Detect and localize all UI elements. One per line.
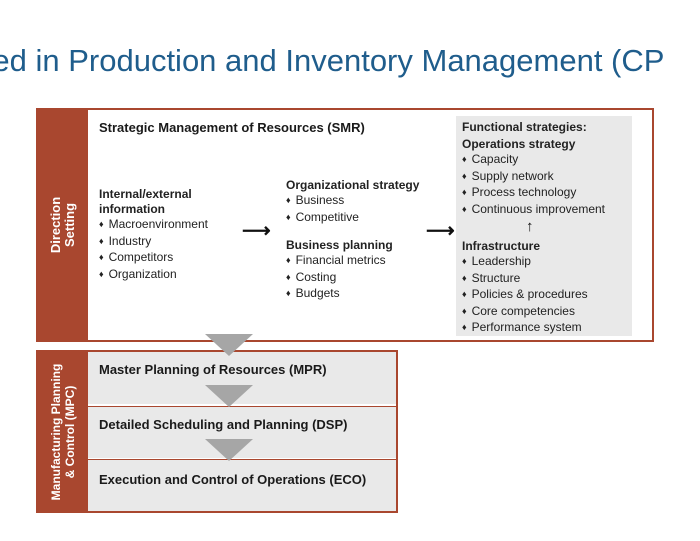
direction-setting-side-label: Direction Setting: [38, 110, 88, 340]
info-heading-line1: Internal/external: [99, 187, 192, 201]
list-item: Supply network: [462, 169, 605, 186]
functional-strategies-box: Functional strategies: Operations strate…: [456, 116, 632, 336]
infrastructure-heading: Infrastructure: [462, 239, 541, 253]
list-item: Business: [286, 193, 419, 210]
page-title: ified in Production and Inventory Manage…: [0, 36, 700, 86]
operations-column: Functional strategies: Operations strate…: [462, 120, 605, 218]
info-heading-line2: information: [99, 202, 165, 216]
list-item: Competitors: [99, 250, 208, 267]
functional-heading: Functional strategies:: [462, 120, 587, 134]
right-arrow-icon: ⟶: [242, 220, 271, 242]
list-item: Financial metrics: [286, 253, 419, 270]
list-item: Costing: [286, 270, 419, 287]
list-item: Competitive: [286, 210, 419, 227]
mpc-label-line2: & Control (MPC): [63, 385, 77, 478]
right-arrow-icon: ⟶: [426, 220, 455, 242]
list-item: Continuous improvement: [462, 202, 605, 219]
page-title-text: ified in Production and Inventory Manage…: [0, 43, 665, 78]
list-item: Performance system: [462, 320, 588, 337]
list-item: Core competencies: [462, 304, 588, 321]
operations-heading: Operations strategy: [462, 137, 576, 151]
direction-label-line1: Direction: [48, 196, 63, 254]
org-strategy-heading: Organizational strategy: [286, 178, 420, 192]
direction-setting-panel: Direction Setting Strategic Management o…: [36, 108, 654, 342]
list-item: Macroenvironment: [99, 217, 208, 234]
dsp-label: Detailed Scheduling and Planning (DSP): [99, 417, 348, 432]
operations-list: Capacity Supply network Process technolo…: [462, 152, 605, 218]
info-column: Internal/external information Macroenvir…: [99, 187, 208, 283]
mpr-label: Master Planning of Resources (MPR): [99, 362, 327, 377]
list-item: Leadership: [462, 254, 588, 271]
mpc-side-label: Manufacturing Planning & Control (MPC): [38, 352, 88, 511]
smr-title: Strategic Management of Resources (SMR): [99, 120, 365, 135]
list-item: Organization: [99, 267, 208, 284]
org-strategy-list: Business Competitive: [286, 193, 419, 226]
list-item: Process technology: [462, 185, 605, 202]
direction-label-line2: Setting: [62, 202, 77, 248]
info-list: Macroenvironment Industry Competitors Or…: [99, 217, 208, 283]
list-item: Structure: [462, 271, 588, 288]
list-item: Budgets: [286, 286, 419, 303]
eco-label: Execution and Control of Operations (ECO…: [99, 472, 367, 487]
infrastructure-column: Infrastructure Leadership Structure Poli…: [462, 239, 588, 337]
list-item: Capacity: [462, 152, 605, 169]
eco-row: Execution and Control of Operations (ECO…: [88, 459, 396, 511]
business-planning-list: Financial metrics Costing Budgets: [286, 253, 419, 303]
down-arrow-icon: [205, 334, 253, 356]
list-item: Industry: [99, 234, 208, 251]
up-arrow-icon: ↑: [526, 218, 534, 235]
infrastructure-list: Leadership Structure Policies & procedur…: [462, 254, 588, 337]
strategy-column: Organizational strategy Business Competi…: [286, 178, 419, 303]
mpc-label-line1: Manufacturing Planning: [49, 363, 63, 500]
down-arrow-icon: [205, 385, 253, 407]
mpc-panel: Manufacturing Planning & Control (MPC) M…: [36, 350, 398, 513]
down-arrow-icon: [205, 439, 253, 461]
business-planning-heading: Business planning: [286, 238, 393, 253]
list-item: Policies & procedures: [462, 287, 588, 304]
